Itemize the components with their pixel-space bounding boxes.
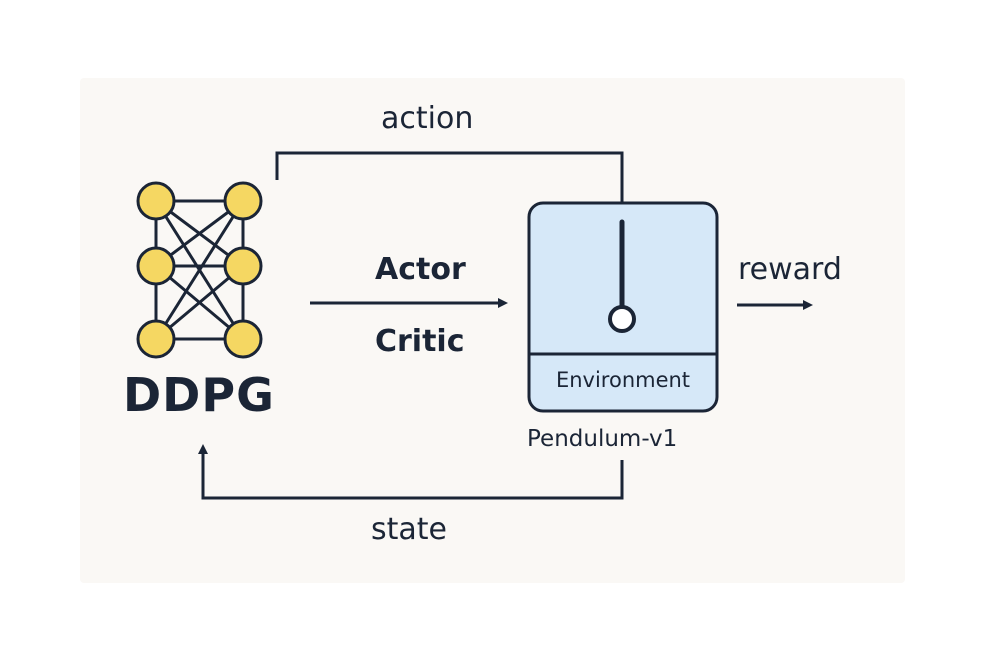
critic-label: Critic — [375, 324, 465, 359]
pendulum-icon — [608, 219, 636, 333]
state-path — [198, 444, 624, 500]
state-label: state — [371, 512, 447, 547]
reward-label: reward — [738, 252, 842, 287]
network-node — [136, 319, 176, 359]
network-nodes — [136, 181, 263, 359]
agent-label: DDPG — [123, 368, 275, 422]
action-path — [275, 151, 624, 203]
network-node — [223, 181, 263, 221]
environment-name-label: Pendulum-v1 — [527, 426, 678, 452]
environment-label: Environment — [555, 368, 691, 392]
actor-label: Actor — [375, 252, 466, 287]
network-node — [136, 246, 176, 286]
network-node — [136, 181, 176, 221]
network-node — [223, 246, 263, 286]
action-label: action — [381, 101, 474, 136]
network-node — [223, 319, 263, 359]
